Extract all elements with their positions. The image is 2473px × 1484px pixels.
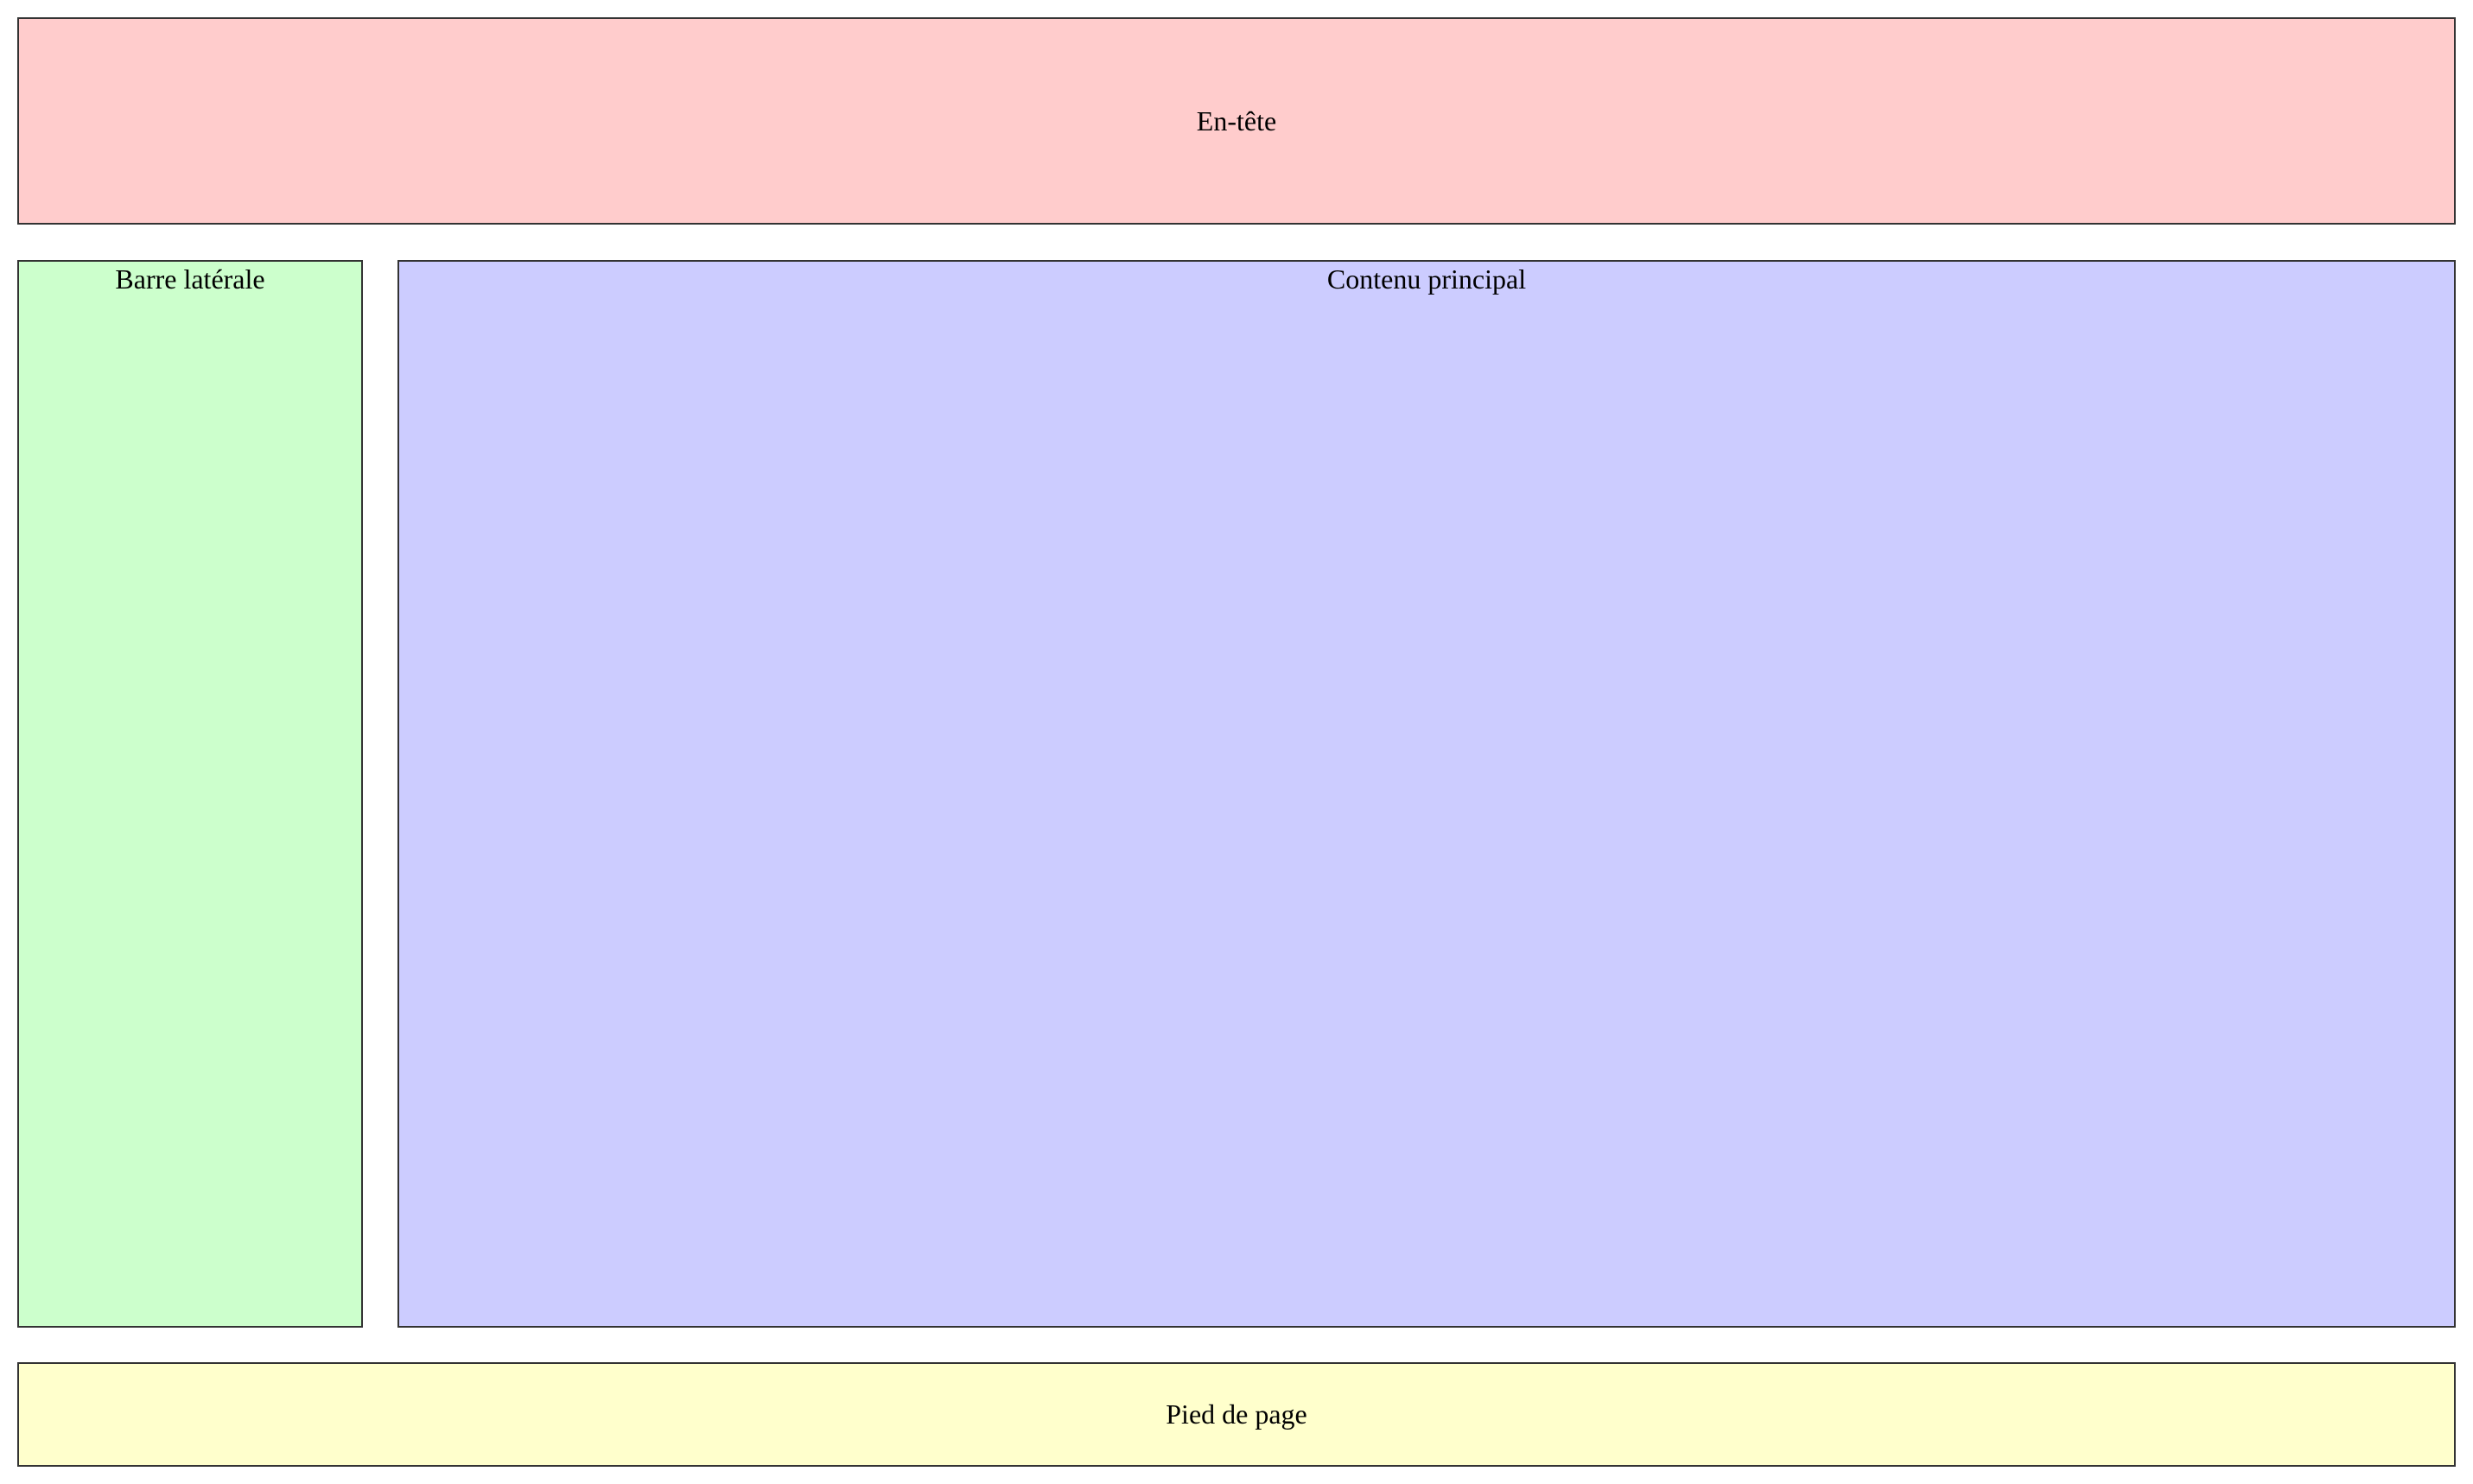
- sidebar-label: Barre latérale: [115, 263, 265, 295]
- sidebar: Barre latérale: [17, 260, 363, 1328]
- page-footer: Pied de page: [17, 1362, 2456, 1467]
- footer-label: Pied de page: [1166, 1398, 1307, 1430]
- main-content-label: Contenu principal: [1326, 263, 1527, 295]
- page-header: En-tête: [17, 17, 2456, 225]
- header-label: En-tête: [1196, 105, 1277, 136]
- main-content: Contenu principal: [397, 260, 2456, 1328]
